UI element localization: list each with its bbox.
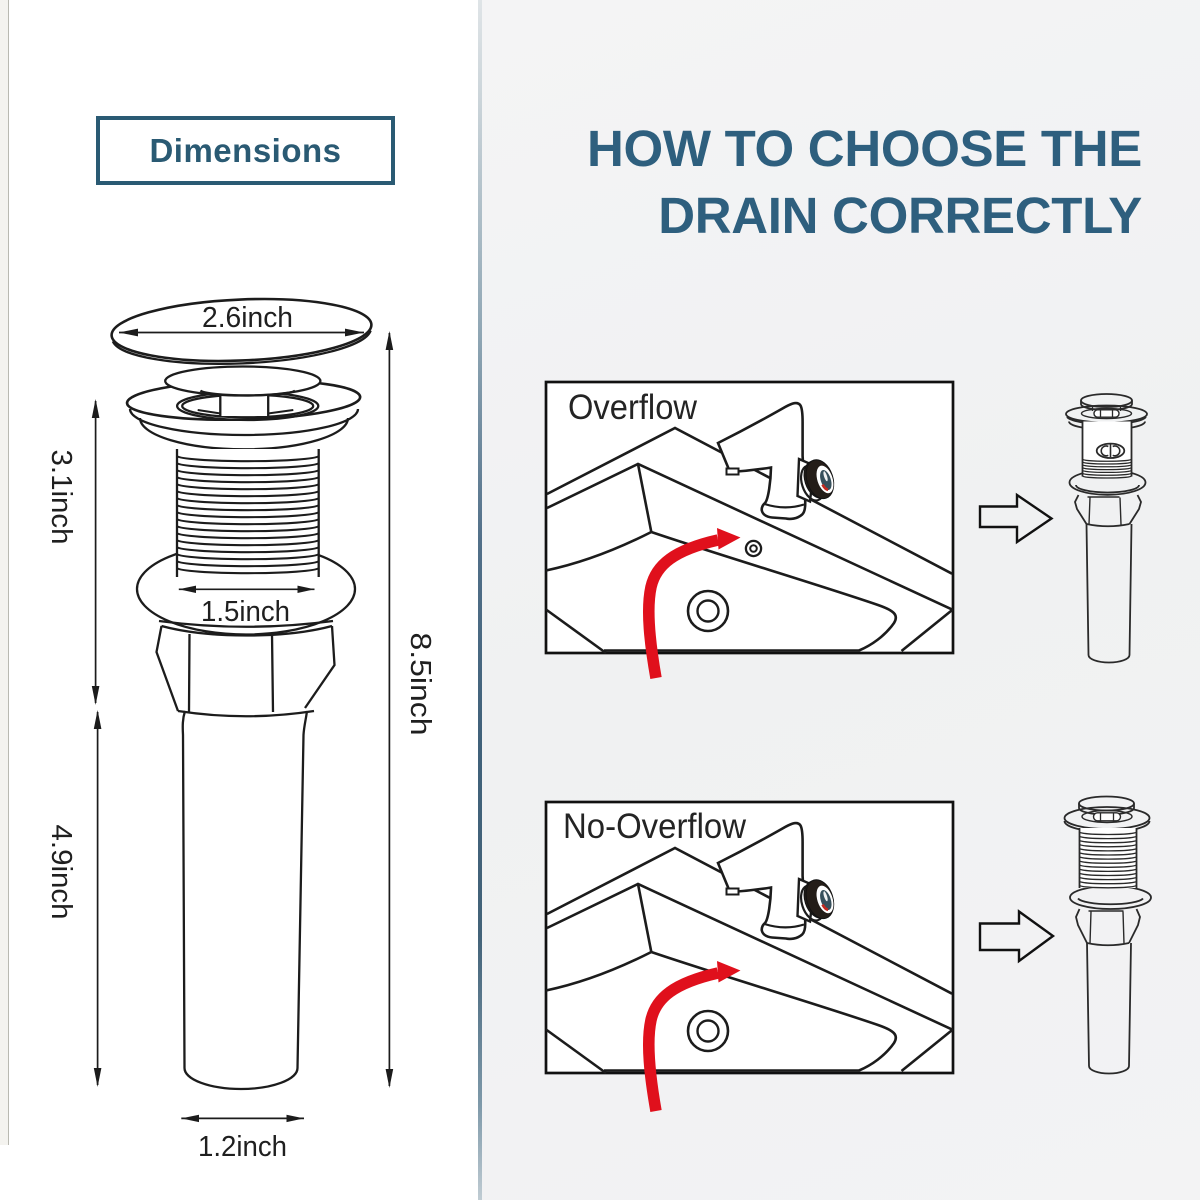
svg-text:Overflow: Overflow xyxy=(568,388,698,427)
svg-text:4.9inch: 4.9inch xyxy=(45,825,77,920)
svg-text:2.6inch: 2.6inch xyxy=(202,302,293,334)
svg-text:3.1inch: 3.1inch xyxy=(45,450,77,545)
svg-text:1.5inch: 1.5inch xyxy=(201,596,290,628)
svg-text:1.2inch: 1.2inch xyxy=(198,1131,287,1163)
svg-text:No-Overflow: No-Overflow xyxy=(563,807,747,846)
svg-text:8.5inch: 8.5inch xyxy=(404,633,436,736)
